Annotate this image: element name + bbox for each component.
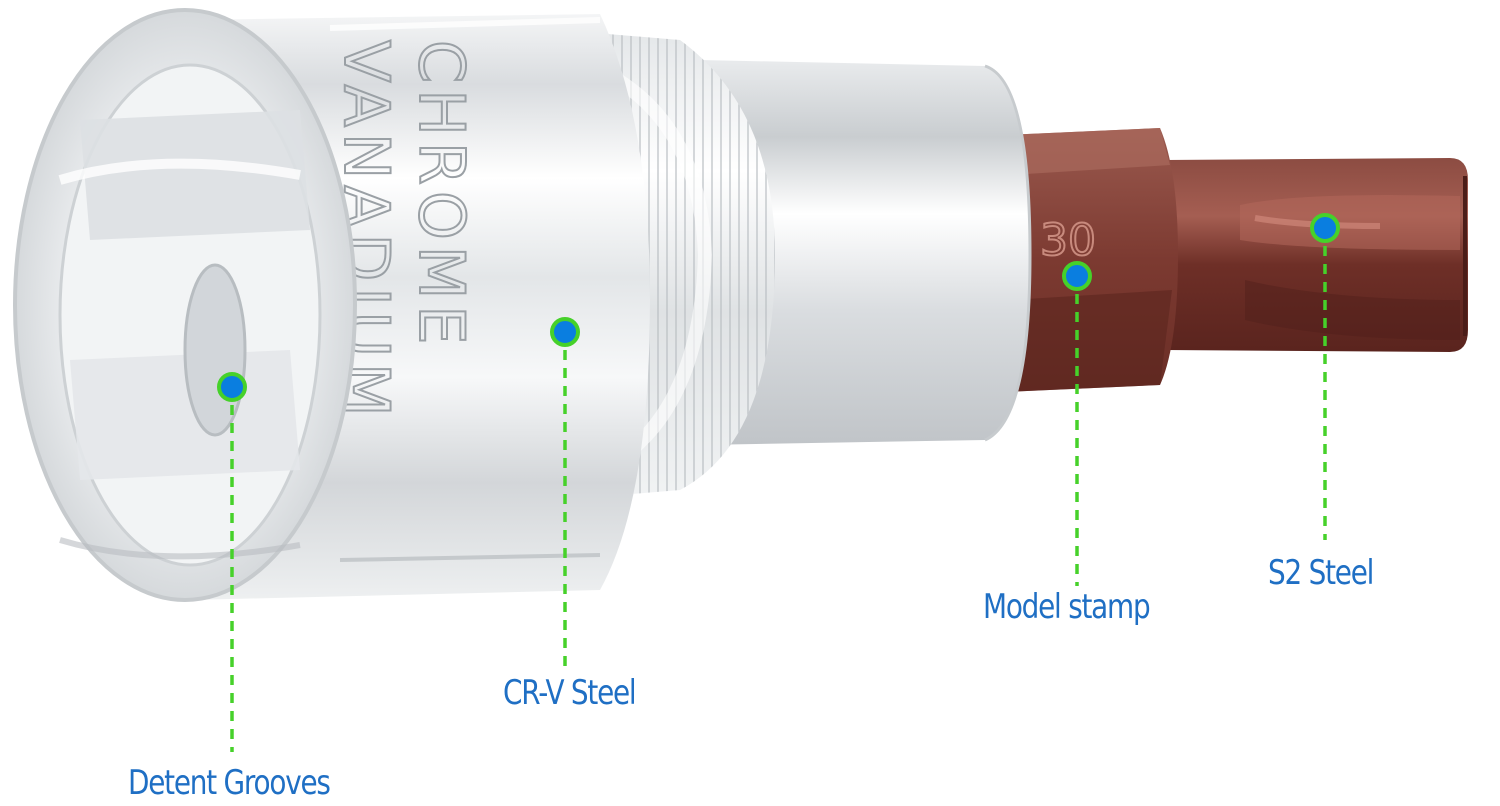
torx-bit-tip xyxy=(1150,158,1468,352)
leader-lines xyxy=(230,228,1327,752)
marker-dot-crv xyxy=(550,317,580,347)
detent-groove xyxy=(183,263,247,437)
callout-label-crv-steel: CR-V Steel xyxy=(503,673,637,713)
hex-bit-shank: 30 xyxy=(1005,128,1178,392)
marker-dot-detent xyxy=(217,372,247,402)
engraving-chrome: CHROME xyxy=(405,40,478,350)
marker-dots xyxy=(217,213,1340,402)
marker-dot-s2 xyxy=(1310,213,1340,243)
socket-face xyxy=(13,8,357,602)
callout-label-s2-steel: S2 Steel xyxy=(1268,553,1374,593)
bit-stamp: 30 xyxy=(1040,215,1096,266)
callout-label-detent-grooves: Detent Grooves xyxy=(128,763,331,803)
callout-label-model-stamp: Model stamp xyxy=(983,587,1151,627)
marker-dot-model xyxy=(1062,261,1092,291)
socket-shank xyxy=(700,60,1032,445)
